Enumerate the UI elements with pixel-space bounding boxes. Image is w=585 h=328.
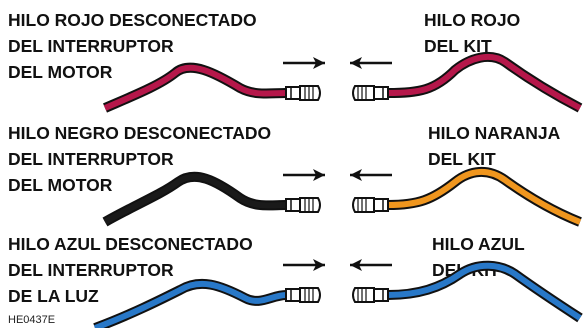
label-black-motor-wire: HILO NEGRO DESCONECTADO DEL INTERRUPTOR … xyxy=(8,123,272,195)
arrow-right-1-head xyxy=(313,57,325,69)
motor-wire-3-outline xyxy=(93,278,287,328)
label-red-motor-wire: HILO ROJO DESCONECTADO DEL INTERRUPTOR D… xyxy=(8,10,257,82)
figure-code: HE0437E xyxy=(8,314,56,326)
motor-wire-2-outline xyxy=(102,171,287,227)
label-red-kit-wire: HILO ROJO DEL KIT xyxy=(424,10,521,56)
male-connector-1-body xyxy=(299,85,321,101)
female-connector-2-body xyxy=(352,197,375,213)
arrow-left-3-head xyxy=(350,259,362,271)
motor-wire-1-outline xyxy=(103,62,287,113)
male-connector-3-sleeve xyxy=(285,288,301,302)
male-connector-2-body xyxy=(299,197,321,213)
female-connector-3-sleeve xyxy=(373,288,389,302)
kit-wire-1-outline xyxy=(387,51,583,113)
male-connector-3-body xyxy=(299,287,321,303)
arrow-right-2-head xyxy=(313,169,325,181)
kit-wire-2-outline xyxy=(387,167,582,227)
label-orange-kit-wire: HILO NARANJA DEL KIT xyxy=(428,123,561,169)
female-connector-1-sleeve xyxy=(373,86,389,100)
female-connector-3-body xyxy=(352,287,375,303)
male-connector-1-sleeve xyxy=(285,86,301,100)
arrow-right-3-head xyxy=(313,259,325,271)
arrow-left-2-head xyxy=(350,169,362,181)
female-connector-2-sleeve xyxy=(373,198,389,212)
kit-wire-2 xyxy=(387,169,582,225)
kit-wire-3 xyxy=(387,262,582,321)
motor-wire-2 xyxy=(103,173,287,225)
label-blue-light-wire: HILO AZUL DESCONECTADO DEL INTERRUPTOR D… xyxy=(8,234,253,306)
female-connector-1-body xyxy=(352,85,375,101)
motor-wire-1 xyxy=(103,64,287,111)
arrow-left-1-head xyxy=(350,57,362,69)
kit-wire-1 xyxy=(387,53,582,111)
motor-wire-3 xyxy=(93,280,287,328)
male-connector-2-sleeve xyxy=(285,198,301,212)
